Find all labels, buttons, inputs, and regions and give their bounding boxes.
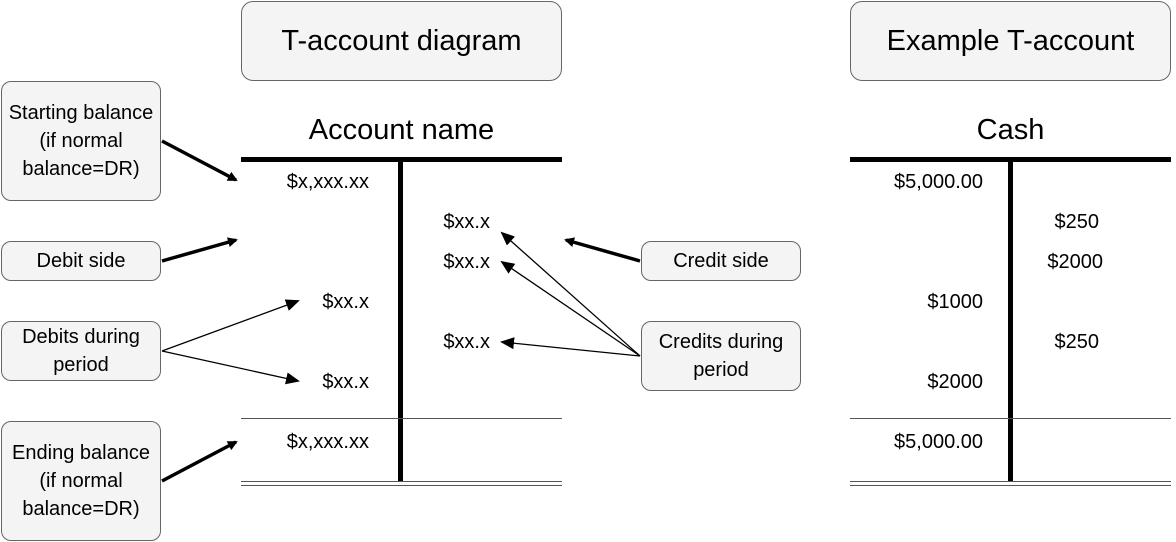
left-t-total-rule <box>241 418 562 419</box>
example-t-top-bar <box>850 157 1171 162</box>
left-t-top-bar <box>241 157 562 162</box>
starting-balance-callout: Starting balance (if normal balance=DR) <box>1 81 161 201</box>
left-t-double-rule-top <box>241 481 562 482</box>
left-debit-2: $xx.x <box>322 371 369 393</box>
starting-balance-callout-label: Starting balance (if normal balance=DR) <box>8 102 154 180</box>
left-credit-2: $xx.x <box>443 251 490 273</box>
left-credit-3: $xx.x <box>443 331 490 353</box>
cash-ending-balance: $5,000.00 <box>894 431 983 453</box>
left-starting-balance: $x,xxx.xx <box>286 171 369 193</box>
cash-debit-1: $1000 <box>927 291 983 313</box>
cash-credit-1: $250 <box>1054 211 1100 233</box>
t-account-diagram-header: T-account diagram <box>241 1 562 81</box>
example-t-vertical-bar <box>1008 160 1013 481</box>
debits-during-period-callout: Debits during period <box>1 321 161 381</box>
credits-during-period-callout-label: Credits during period <box>658 331 784 381</box>
arrow-credit-3 <box>500 337 641 357</box>
ending-balance-callout-label: Ending balance (if normal balance=DR) <box>12 442 150 520</box>
arrow-credit-2 <box>500 260 641 357</box>
cash-credit-2: $2000 <box>1047 251 1103 273</box>
example-t-double-rule-top <box>850 481 1171 482</box>
example-t-double-rule-bottom <box>850 485 1171 486</box>
example-t-account-header: Example T-account <box>850 1 1171 81</box>
debits-during-period-callout-label: Debits during period <box>22 326 140 376</box>
arrow-ending-balance <box>161 440 238 483</box>
arrow-credit-side <box>564 237 641 263</box>
cash-account-title: Cash <box>976 114 1045 146</box>
arrow-starting-balance <box>161 139 238 182</box>
credit-side-callout: Credit side <box>641 241 801 281</box>
debit-side-callout: Debit side <box>1 241 161 281</box>
cash-credit-3: $250 <box>1054 331 1100 353</box>
left-debit-1: $xx.x <box>322 291 369 313</box>
left-t-double-rule-bottom <box>241 485 562 486</box>
arrow-credit-1 <box>500 231 641 357</box>
left-ending-balance: $x,xxx.xx <box>286 431 369 453</box>
cash-starting-balance: $5,000.00 <box>894 171 983 193</box>
account-name-title: Account name <box>308 114 495 146</box>
t-account-diagram-header-label: T-account diagram <box>281 25 522 57</box>
example-t-total-rule <box>850 418 1171 419</box>
example-t-account-header-label: Example T-account <box>886 25 1135 57</box>
left-credit-1: $xx.x <box>443 211 490 233</box>
arrow-debit-side <box>161 237 238 263</box>
credits-during-period-callout: Credits during period <box>641 321 801 391</box>
cash-debit-2: $2000 <box>927 371 983 393</box>
ending-balance-callout: Ending balance (if normal balance=DR) <box>1 421 161 541</box>
credit-side-callout-label: Credit side <box>673 250 769 272</box>
left-t-vertical-bar <box>398 160 403 481</box>
debit-side-callout-label: Debit side <box>36 250 126 272</box>
